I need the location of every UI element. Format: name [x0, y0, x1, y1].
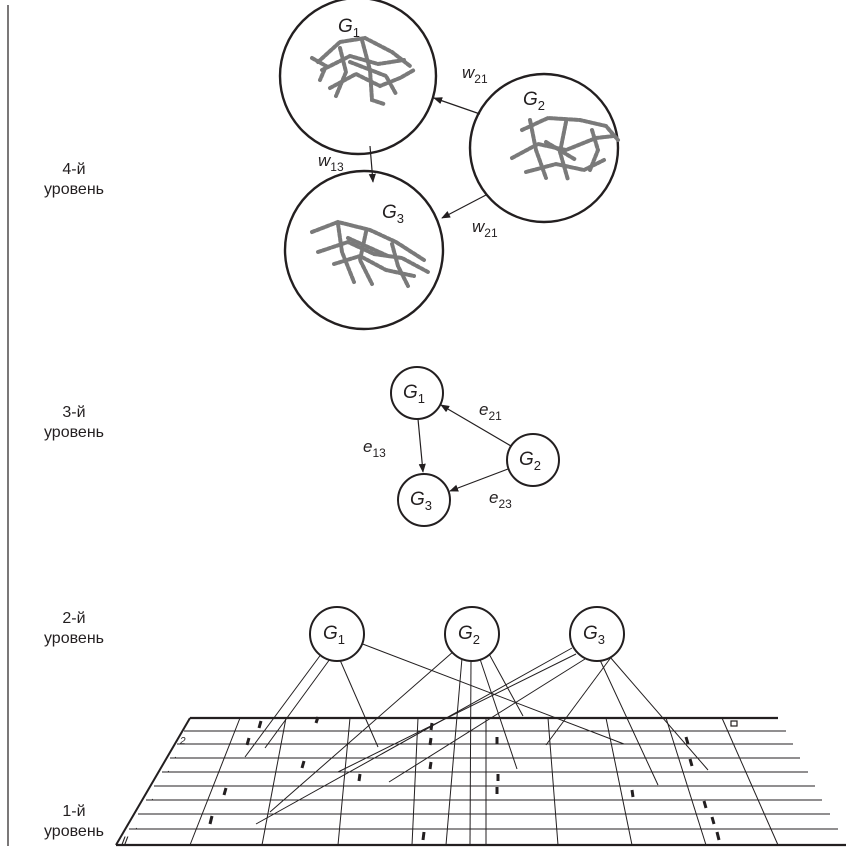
grid-small-square — [730, 720, 738, 727]
level4-g2-subgraph-texture — [510, 115, 620, 182]
level4-node-g1-circle — [278, 0, 438, 156]
level2-node-g1-circle — [309, 606, 365, 662]
level3-edge-e23 — [449, 468, 509, 492]
level3-edge-e13-label: e13 — [363, 437, 386, 460]
grid-column-line — [189, 717, 241, 846]
level2-node-g1-label: G1 — [323, 623, 345, 647]
level3-node-g2-circle — [506, 433, 560, 487]
grid-column-line — [605, 717, 633, 846]
grid-mark-dot: . — [135, 821, 138, 832]
level2-node-g3-label: G3 — [583, 623, 605, 647]
level3-node-g1-label: G1 — [403, 382, 425, 406]
level4-node-g3-circle — [283, 169, 445, 331]
level4-g1-subgraph-texture — [310, 35, 416, 106]
level-3-number: 3-й — [62, 404, 86, 421]
level-4-number: 4-й — [62, 161, 86, 178]
grid-row-marks: 2 . . . . // — [121, 736, 186, 847]
level-2-graph: G1 G2 G3 — [244, 606, 709, 846]
level4-edge-w21-bottom — [441, 194, 487, 219]
grid-column-line — [337, 717, 351, 846]
grid-mark-dot: . — [151, 792, 154, 803]
level-2-number: 2-й — [62, 610, 86, 627]
level2-g2-connections — [269, 650, 524, 846]
level2-g1-connections — [244, 642, 625, 758]
grid-mark-dot: . — [167, 764, 170, 775]
level-3-label: 3-й уровень — [14, 403, 134, 443]
grid-column-line — [261, 717, 287, 846]
level-3-graph: G1 G2 G3 e21 e13 e23 — [363, 366, 560, 527]
level3-node-g3-label: G3 — [410, 489, 432, 513]
level4-edge-w21-bottom-label: w21 — [472, 217, 498, 240]
level2-g3-connections — [255, 647, 709, 825]
level4-node-g1-label: G1 — [338, 16, 360, 40]
level4-node-g2-circle — [468, 72, 620, 224]
level3-edge-e21-label: e21 — [479, 400, 502, 423]
level-2-label: 2-й уровень — [14, 609, 134, 649]
grid-left-edge — [115, 717, 191, 846]
level-1-word: уровень — [43, 823, 104, 840]
level-1-number: 1-й — [62, 803, 86, 820]
level3-edge-e13 — [417, 418, 426, 473]
level-4-word: уровень — [43, 181, 104, 198]
grid-mark-dot: . — [174, 750, 177, 761]
level-4-label: 4-й уровень — [14, 160, 134, 200]
grid-mark-2: 2 — [179, 736, 186, 747]
level-3-word: уровень — [43, 424, 104, 441]
level-2-word: уровень — [43, 630, 104, 647]
level-4-graph: G1 G2 G3 w21 w13 w21 — [278, 0, 620, 331]
level4-edge-w21-top — [433, 97, 481, 115]
level2-node-g2-circle — [444, 606, 500, 662]
level2-node-g2-label: G2 — [458, 623, 480, 647]
grid-column-line — [411, 717, 419, 846]
level4-node-g2-label: G2 — [523, 89, 545, 113]
grid-activation-ticks — [208, 716, 721, 841]
level4-edge-w13-label: w13 — [318, 151, 344, 174]
level2-node-g3-circle — [569, 606, 625, 662]
grid-column-line — [665, 717, 707, 846]
level4-edge-w13 — [368, 145, 376, 183]
level-1-label: 1-й уровень — [14, 802, 134, 842]
level4-edge-w21-top-label: w21 — [462, 63, 488, 86]
grid-column-line — [721, 717, 779, 846]
level-1-grid — [115, 716, 846, 847]
level3-node-g3-circle — [397, 473, 451, 527]
level3-edge-e23-label: e23 — [489, 488, 512, 511]
level3-edge-e21 — [440, 404, 512, 447]
level3-node-g2-label: G2 — [519, 449, 541, 473]
grid-mark-double-slash: // — [121, 836, 129, 847]
level4-node-g3-label: G3 — [382, 202, 404, 226]
grid-column-line — [547, 717, 559, 846]
level4-g3-subgraph-texture — [310, 219, 430, 288]
level3-node-g1-circle — [390, 366, 444, 420]
